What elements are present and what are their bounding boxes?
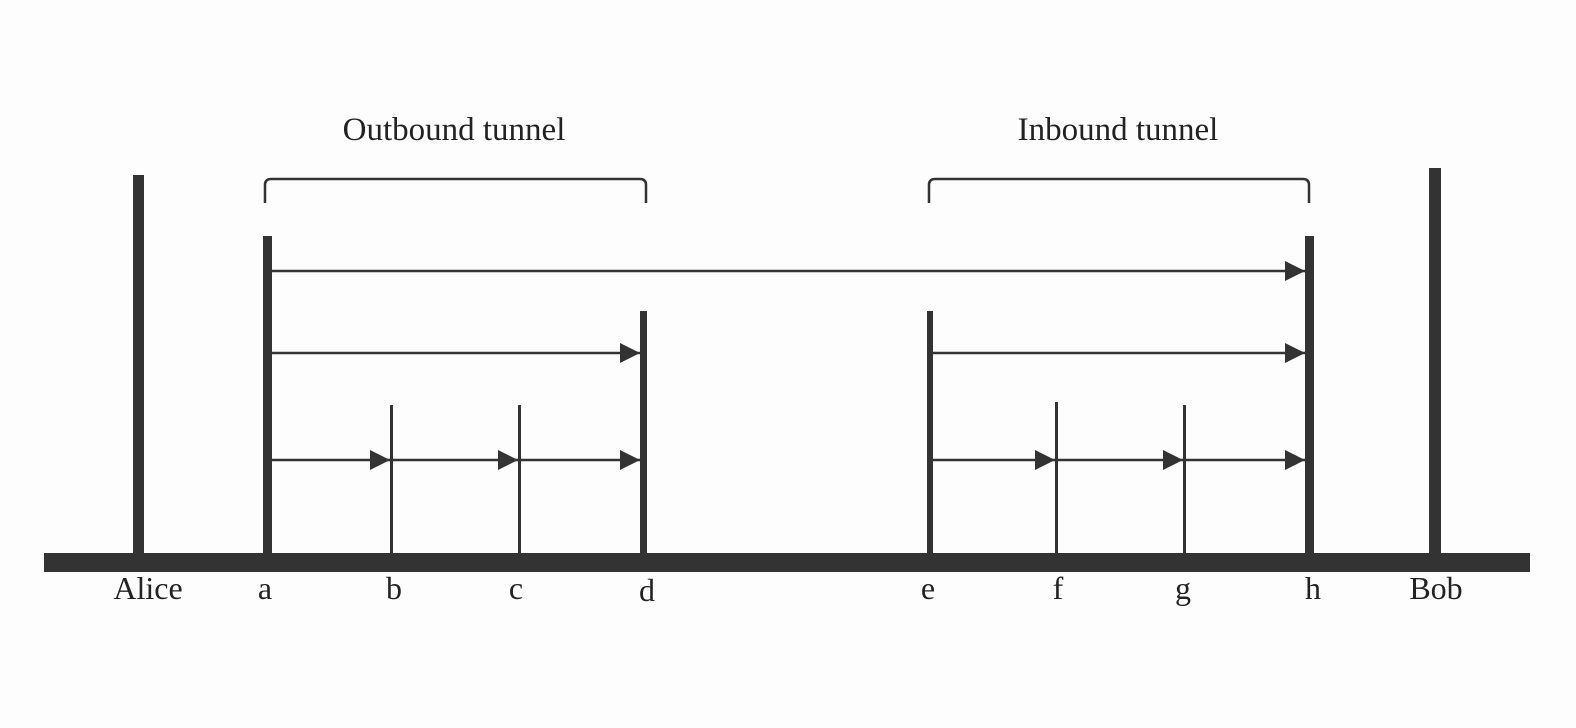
- node-label-a: a: [258, 570, 272, 606]
- node-label-f: f: [1053, 570, 1064, 606]
- node-line-bob: [1429, 168, 1441, 555]
- node-line-b: [390, 405, 393, 555]
- node-line-alice: [133, 175, 144, 555]
- node-label-c: c: [509, 570, 523, 606]
- node-label-b: b: [386, 570, 402, 606]
- node-line-f: [1055, 402, 1058, 555]
- node-line-a: [263, 236, 272, 555]
- baseline: [44, 553, 1530, 572]
- node-line-g: [1183, 405, 1186, 555]
- node-line-e: [927, 311, 933, 555]
- node-label-g: g: [1175, 570, 1191, 606]
- node-line-c: [518, 405, 521, 555]
- node-label-alice: Alice: [113, 570, 182, 606]
- node-line-d: [640, 311, 647, 555]
- node-line-h: [1305, 236, 1314, 555]
- inbound-tunnel-label: Inbound tunnel: [1018, 112, 1219, 148]
- node-label-d: d: [639, 572, 655, 608]
- node-label-h: h: [1305, 570, 1321, 606]
- outbound-tunnel-label: Outbound tunnel: [343, 112, 566, 148]
- node-label-e: e: [921, 570, 935, 606]
- outbound-tunnel-bracket: [263, 177, 648, 203]
- node-label-bob: Bob: [1409, 570, 1462, 606]
- inbound-tunnel-bracket: [927, 177, 1311, 203]
